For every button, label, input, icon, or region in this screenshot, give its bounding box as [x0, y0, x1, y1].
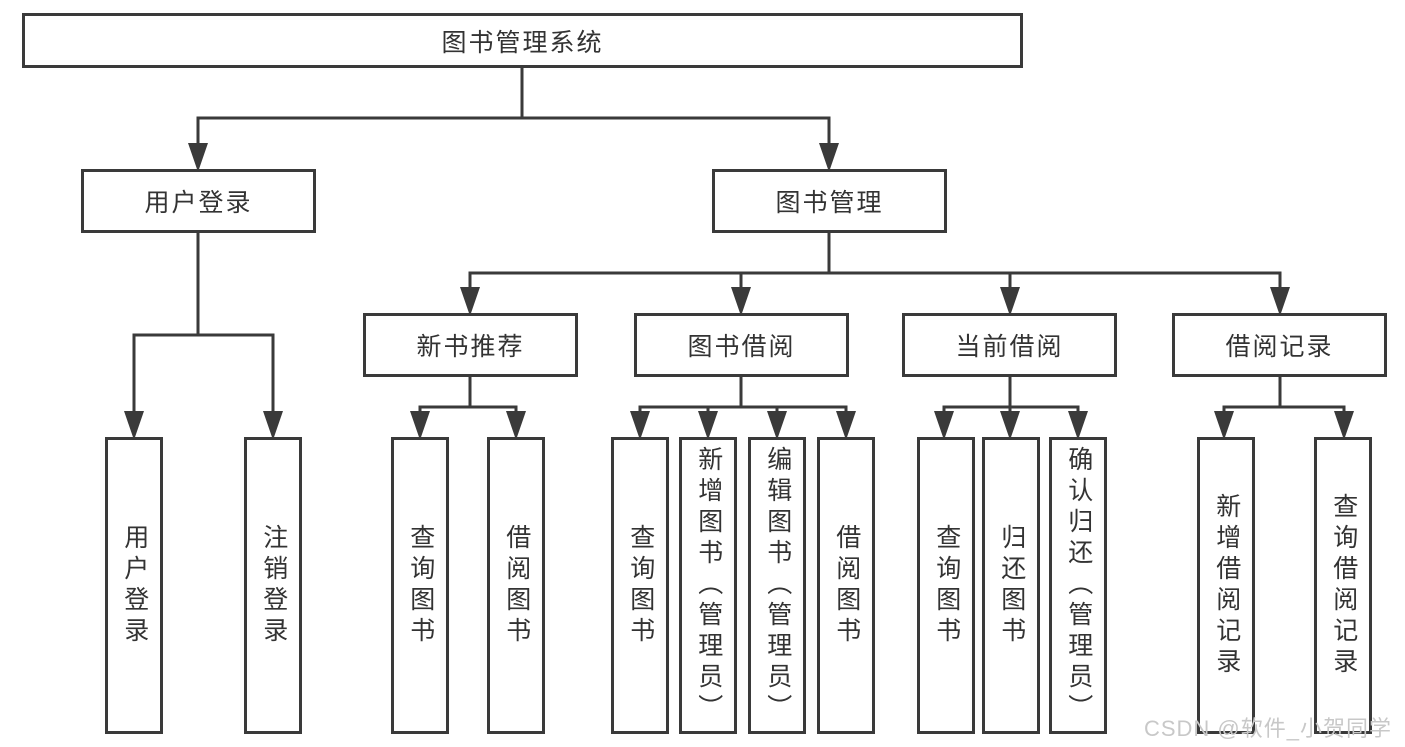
leaf-return-books: 归还图书 — [982, 437, 1040, 734]
node-new-book-recommend: 新书推荐 — [363, 313, 578, 377]
leaf-label: 查询图书 — [932, 523, 961, 648]
node-borrow-records: 借阅记录 — [1172, 313, 1387, 377]
leaf-search-books-2: 查询图书 — [611, 437, 669, 734]
leaf-search-borrow-record: 查询借阅记录 — [1314, 437, 1372, 734]
leaf-label: 新增图书（管理员） — [694, 446, 723, 725]
leaf-label: 借阅图书 — [502, 523, 531, 648]
node-user-login: 用户登录 — [81, 169, 316, 233]
node-label: 图书借阅 — [687, 333, 796, 361]
node-book-borrowing: 图书借阅 — [634, 313, 849, 377]
leaf-user-login: 用户登录 — [105, 437, 163, 734]
leaf-search-books-3: 查询图书 — [917, 437, 975, 734]
node-label: 当前借阅 — [955, 333, 1064, 361]
leaf-edit-books-admin: 编辑图书（管理员） — [748, 437, 806, 734]
csdn-watermark: CSDN @软件_小贺同学 — [1143, 716, 1392, 741]
node-label: 借阅记录 — [1225, 333, 1334, 361]
leaf-label: 确认归还（管理员） — [1064, 446, 1093, 725]
leaf-label: 归还图书 — [997, 523, 1026, 648]
leaf-label: 编辑图书（管理员） — [763, 446, 792, 725]
leaf-add-books-admin: 新增图书（管理员） — [679, 437, 737, 734]
leaf-label: 查询图书 — [406, 523, 435, 648]
leaf-label: 用户登录 — [120, 523, 149, 648]
leaf-logout: 注销登录 — [244, 437, 302, 734]
leaf-add-borrow-record: 新增借阅记录 — [1197, 437, 1255, 734]
leaf-label: 查询图书 — [626, 523, 655, 648]
leaf-label: 借阅图书 — [832, 523, 861, 648]
leaf-label: 查询借阅记录 — [1329, 492, 1358, 679]
leaf-label: 新增借阅记录 — [1212, 492, 1241, 679]
leaf-borrow-books-1: 借阅图书 — [487, 437, 545, 734]
leaf-label: 注销登录 — [259, 523, 288, 648]
node-book-management: 图书管理 — [712, 169, 947, 233]
node-label: 用户登录 — [144, 189, 253, 217]
node-label: 图书管理 — [775, 189, 884, 217]
node-current-borrowing: 当前借阅 — [902, 313, 1117, 377]
leaf-search-books-1: 查询图书 — [391, 437, 449, 734]
leaf-borrow-books-2: 借阅图书 — [817, 437, 875, 734]
root-node-label: 图书管理系统 — [441, 28, 604, 57]
node-label: 新书推荐 — [416, 333, 525, 361]
root-node-library-management-system: 图书管理系统 — [22, 13, 1023, 68]
leaf-confirm-return-admin: 确认归还（管理员） — [1049, 437, 1107, 734]
